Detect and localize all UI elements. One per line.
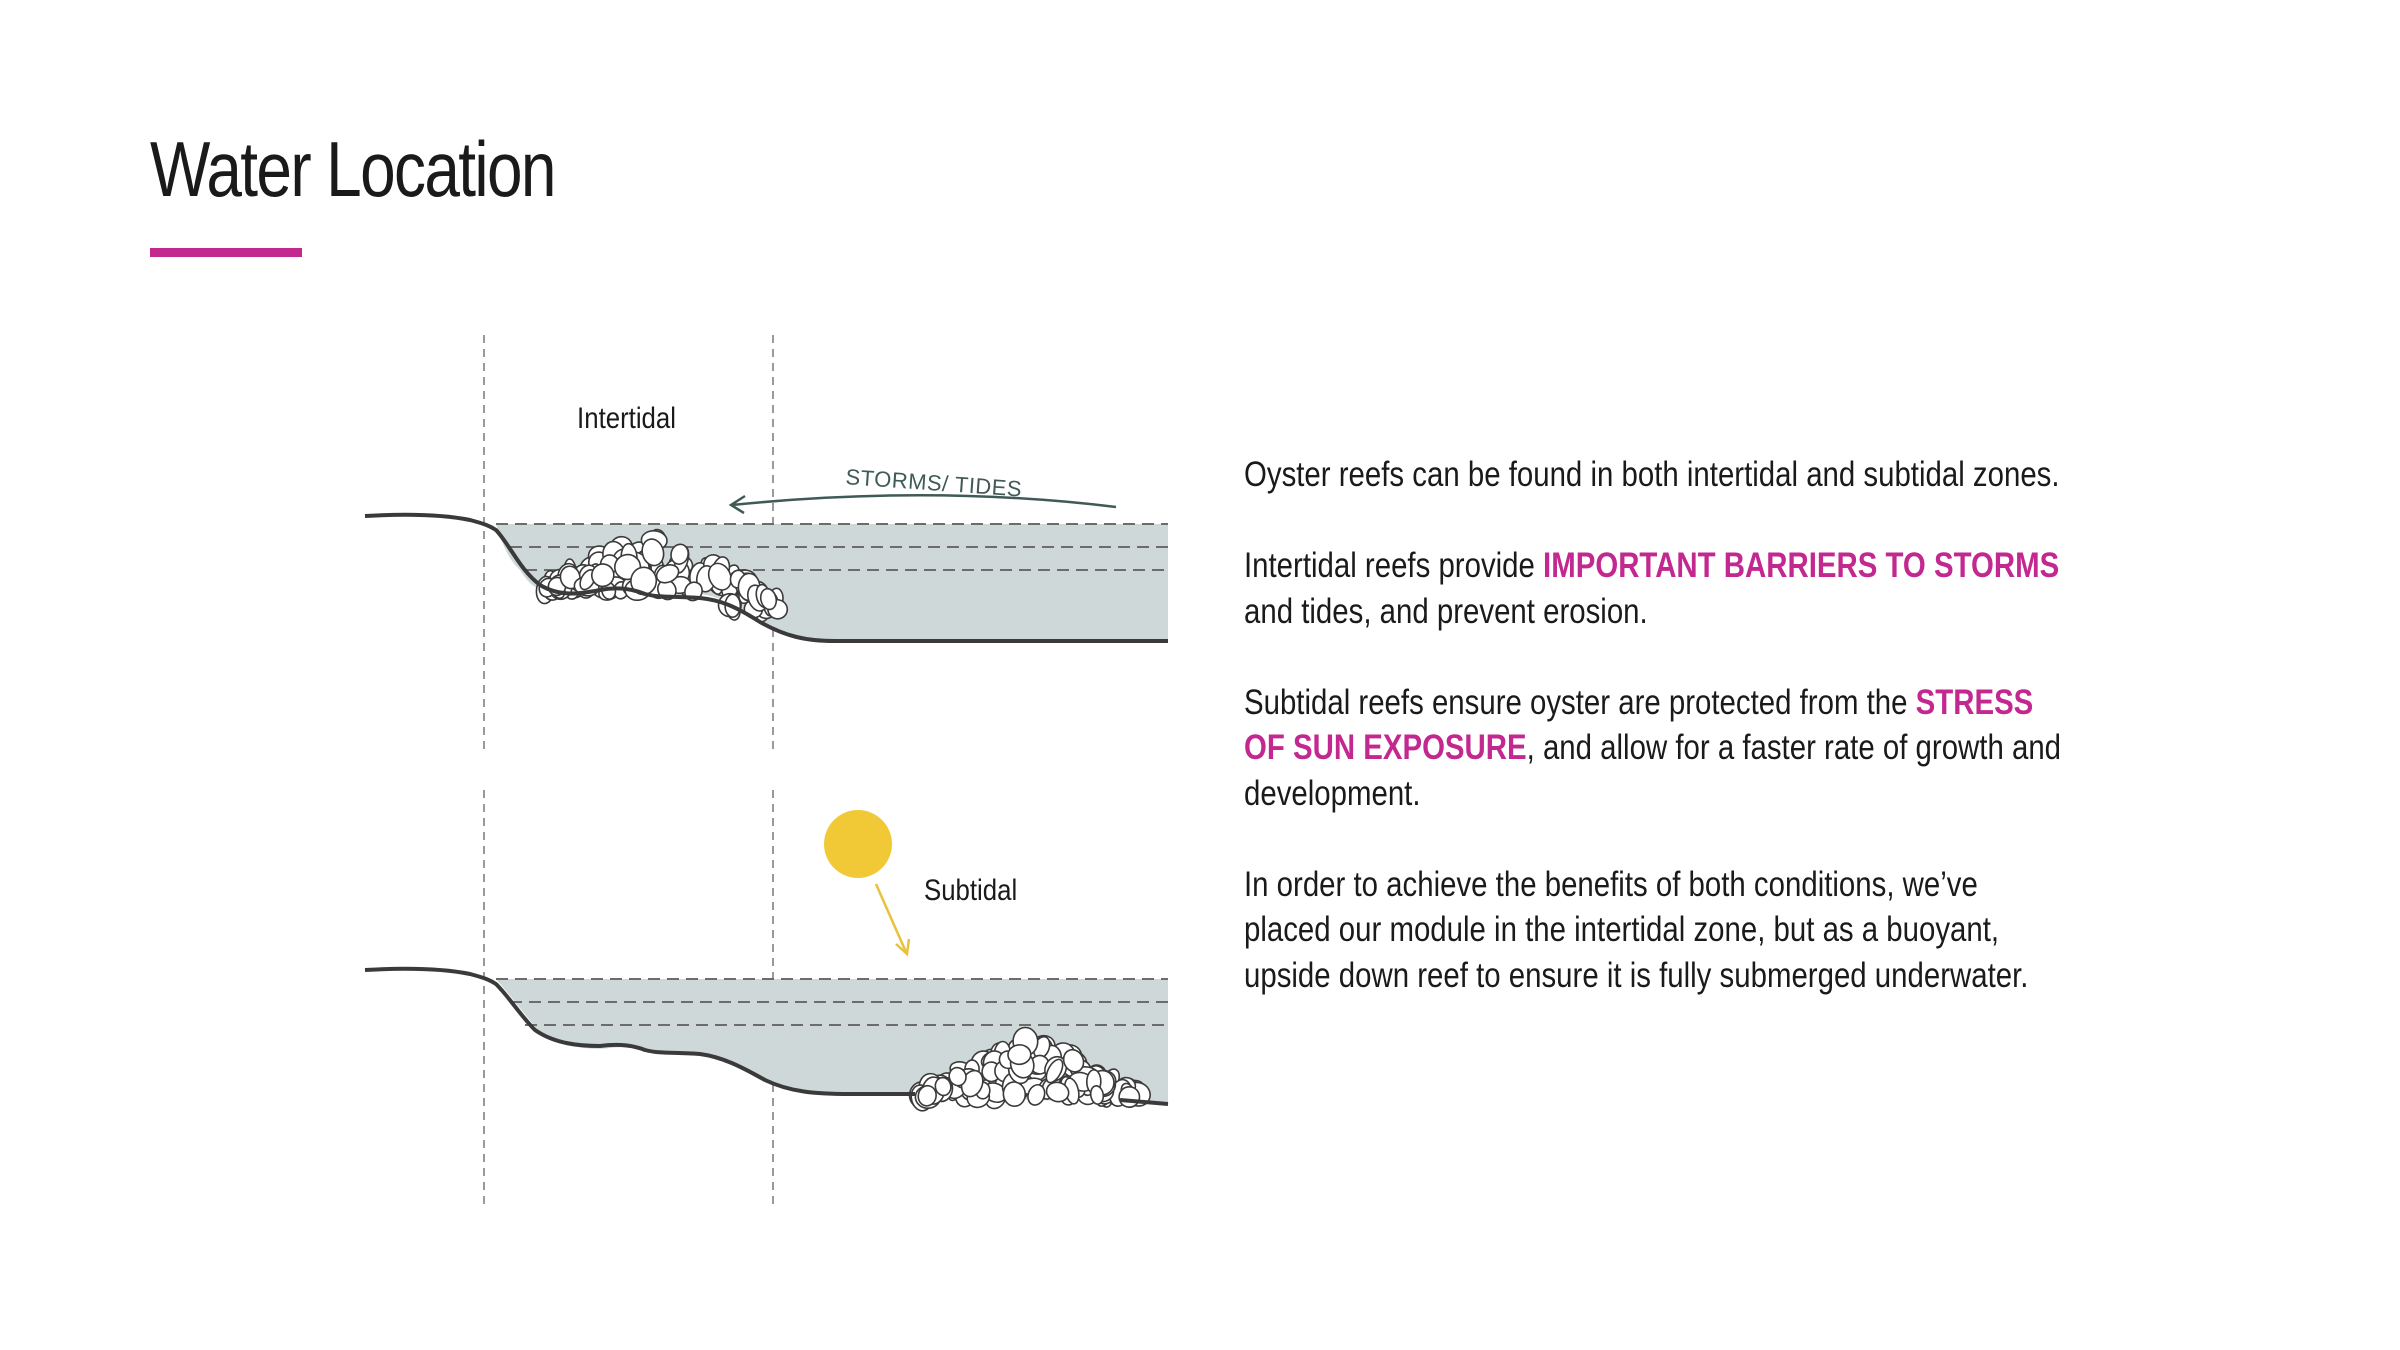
page-title: Water Location: [150, 125, 556, 213]
paragraph-intertidal: Intertidal reefs provide IMPORTANT BARRI…: [1244, 543, 2064, 634]
paragraph-module: In order to achieve the benefits of both…: [1244, 864, 2029, 995]
oyster-rock: [707, 562, 732, 591]
water-location-diagram: STORMS/ TIDES Intertidal Subtidal: [364, 335, 1169, 1205]
zone-boundary-lines: [483, 335, 774, 1205]
intertidal-section: [364, 512, 1168, 643]
highlight-barriers: IMPORTANT BARRIERS TO STORMS: [1543, 546, 2060, 585]
oyster-rock: [759, 587, 778, 611]
intertidal-seabed: [364, 512, 1168, 643]
text-plain: and tides, and prevent erosion.: [1244, 591, 1648, 631]
subtidal-oyster-reef: [908, 1026, 1151, 1112]
intertidal-water-level-lines: [496, 523, 1168, 571]
intertidal-label: Intertidal: [577, 401, 676, 434]
oyster-rock: [1045, 1081, 1070, 1103]
oyster-rock: [1089, 1085, 1105, 1105]
sun-ray-arrow-icon: [874, 883, 911, 957]
arrow-left-icon: [728, 494, 1117, 515]
paragraph-zones: Oyster reefs can be found in both intert…: [1244, 455, 2060, 494]
oyster-rock: [1062, 1048, 1085, 1073]
oyster-rock: [1002, 1081, 1027, 1107]
oyster-rock: [1045, 1058, 1064, 1084]
oyster-rock: [948, 1066, 967, 1087]
title-underline: [150, 248, 302, 257]
subtidal-label: Subtidal: [924, 873, 1017, 906]
sun-icon: [824, 810, 892, 878]
oyster-rock: [670, 543, 689, 565]
oyster-rock: [1027, 1083, 1046, 1106]
oyster-rock: [934, 1076, 952, 1097]
text-plain: , and allow for a faster rate of growth …: [1244, 728, 2062, 813]
subtidal-seabed: [364, 966, 915, 1096]
text-plain: Intertidal reefs provide: [1244, 546, 1544, 585]
text-plain: Subtidal reefs ensure oyster are protect…: [1244, 682, 1916, 722]
oyster-rock: [917, 1084, 937, 1107]
subtidal-section: [364, 966, 1169, 1112]
oyster-rock: [641, 538, 665, 567]
oyster-rock: [590, 563, 615, 588]
highlight-sun-stress: STRESS OF SUN EXPOSURE: [1244, 682, 2034, 768]
subtidal-water-level-lines: [496, 978, 1168, 1026]
description-panel: Oyster reefs can be found in both intert…: [1244, 452, 2064, 1044]
paragraph-subtidal: Subtidal reefs ensure oyster are protect…: [1244, 680, 2064, 817]
oyster-rock: [1007, 1044, 1032, 1066]
intertidal-oyster-reef: [535, 528, 789, 623]
oyster-rock: [655, 564, 680, 584]
